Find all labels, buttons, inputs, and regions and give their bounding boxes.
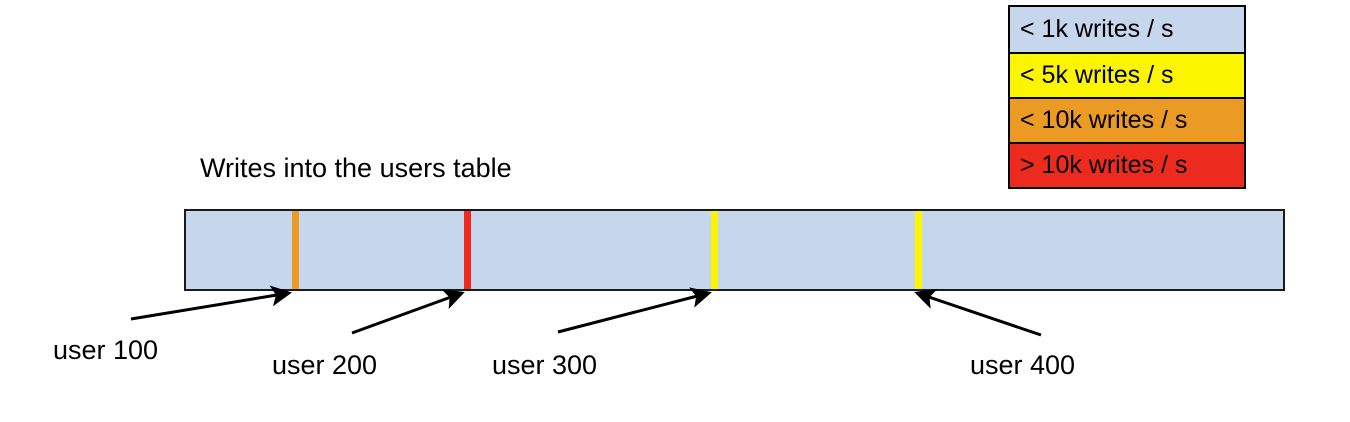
- stripe-user-400: [915, 211, 922, 289]
- legend-item-2: < 10k writes / s: [1010, 97, 1244, 142]
- annotation-user-200-label: user 200: [272, 350, 378, 380]
- legend-item-label: < 5k writes / s: [1020, 61, 1174, 89]
- users-table-bar: [184, 209, 1285, 291]
- legend-item-label: < 10k writes / s: [1020, 106, 1188, 134]
- legend: < 1k writes / s < 5k writes / s < 10k writ…: [1008, 5, 1246, 189]
- legend-item-3: > 10k writes / s: [1010, 142, 1244, 187]
- legend-item-label: > 10k writes / s: [1020, 151, 1188, 179]
- stripe-user-200: [464, 211, 471, 289]
- page-title: Writes into the users table: [200, 153, 512, 183]
- legend-item-0: < 1k writes / s: [1010, 7, 1244, 52]
- annotation-user-100-label: user 100: [53, 335, 159, 365]
- legend-item-1: < 5k writes / s: [1010, 52, 1244, 97]
- annotation-user-400-arrow: [914, 288, 1042, 337]
- annotation-user-300-label: user 300: [492, 350, 598, 380]
- legend-item-label: < 1k writes / s: [1020, 15, 1174, 43]
- annotation-user-200-arrow: [351, 289, 465, 335]
- annotation-user-400-label: user 400: [970, 350, 1076, 380]
- annotation-user-300-arrow: [557, 287, 712, 334]
- stripe-user-300: [711, 211, 718, 289]
- stripe-user-100: [292, 211, 299, 289]
- annotation-user-100-arrow: [130, 285, 292, 321]
